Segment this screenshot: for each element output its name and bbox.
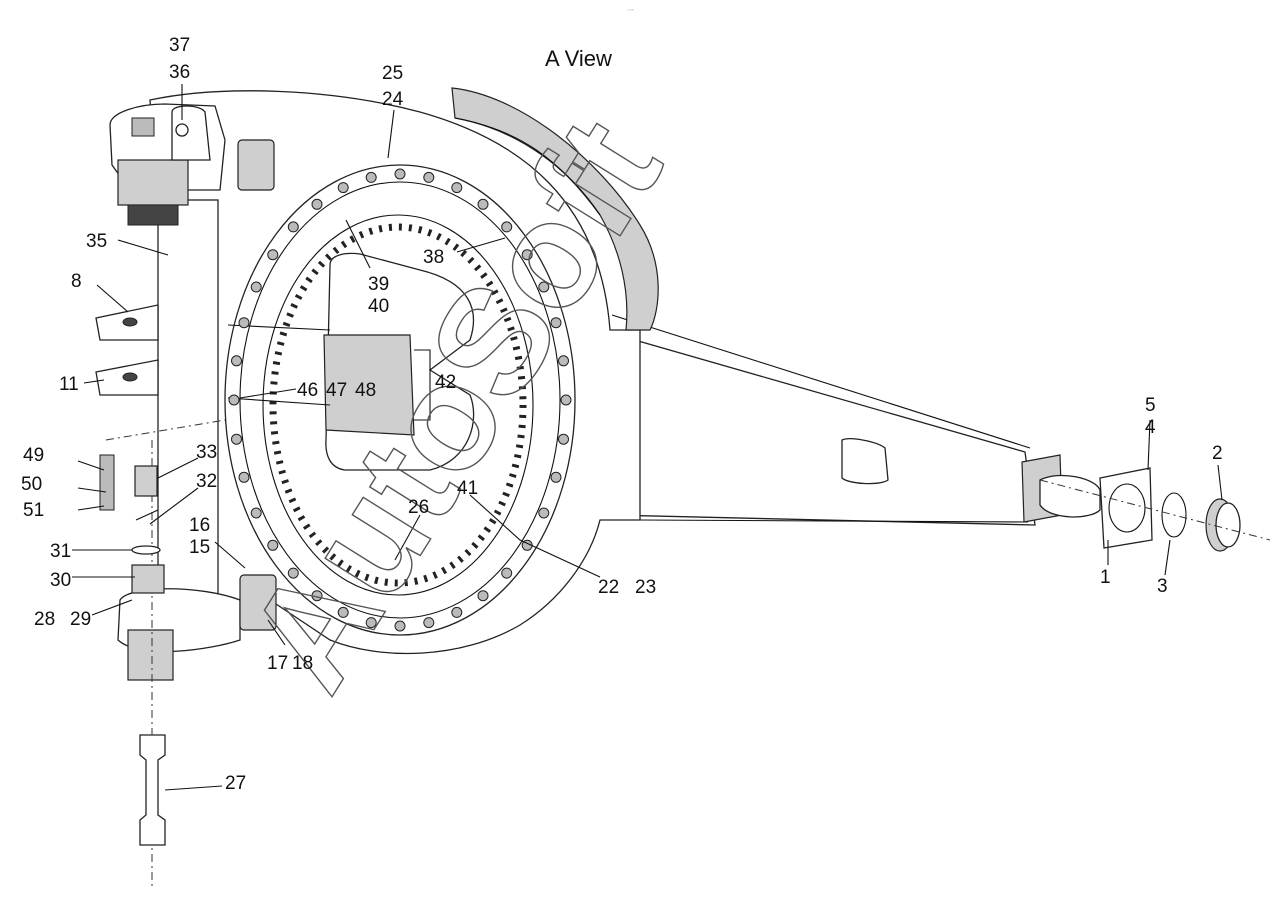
callout-41: 41 <box>457 478 478 499</box>
callout-32: 32 <box>196 471 217 492</box>
ring-bolt <box>267 539 279 551</box>
ring-bolt <box>538 281 550 293</box>
loose-parts-left <box>99 454 166 846</box>
callout-5: 5 <box>1145 395 1156 416</box>
ring-bolt <box>538 507 550 519</box>
callout-24: 24 <box>382 89 404 110</box>
ring-bolt <box>423 617 435 629</box>
callout-4: 4 <box>1145 417 1156 438</box>
callout-40: 40 <box>368 296 389 317</box>
leader-lines <box>72 84 1223 791</box>
callout-3: 3 <box>1157 576 1168 597</box>
ring-bolt <box>558 433 569 445</box>
callout-31: 31 <box>50 541 71 562</box>
callout-28: 28 <box>34 609 55 630</box>
callout-23: 23 <box>635 577 656 598</box>
callout-42: 42 <box>435 372 456 393</box>
ring-bolt <box>394 620 406 632</box>
callout-37: 37 <box>169 35 190 56</box>
callout-47: 47 <box>326 380 347 401</box>
callout-8: 8 <box>71 271 82 292</box>
callout-46: 46 <box>297 380 318 401</box>
ring-bolt <box>238 317 250 329</box>
ring-bolt <box>250 281 262 293</box>
ring-bolt <box>521 249 533 261</box>
ring-bolt <box>477 590 489 602</box>
ring-bolt <box>337 606 349 618</box>
callout-49: 49 <box>23 445 44 466</box>
callout-30: 30 <box>50 570 71 591</box>
callout-48: 48 <box>355 380 376 401</box>
callout-16: 16 <box>189 515 210 536</box>
callout-51: 51 <box>23 500 44 521</box>
callout-17: 17 <box>267 653 288 674</box>
ring-bolt <box>550 471 562 483</box>
ring-bolt <box>451 182 463 194</box>
callout-50: 50 <box>21 474 42 495</box>
ring-bolt <box>238 471 250 483</box>
callout-36: 36 <box>169 62 190 83</box>
callout-26: 26 <box>408 497 429 518</box>
callout-11: 11 <box>59 374 79 395</box>
ring-bolt <box>501 221 513 233</box>
callout-39: 39 <box>368 274 389 295</box>
ring-bolt <box>311 590 323 602</box>
ring-bolt <box>287 567 299 579</box>
view-title: A View <box>545 46 612 71</box>
ring-bolt <box>287 221 299 233</box>
ring-bolt <box>228 394 240 406</box>
callout-1: 1 <box>1100 567 1111 588</box>
ring-bolt <box>477 198 489 210</box>
swing-arm-housing <box>149 87 1036 655</box>
ring-bolt <box>231 355 242 367</box>
ring-bolt <box>394 168 406 180</box>
ring-bolt <box>550 317 562 329</box>
callout-27: 27 <box>225 773 246 794</box>
ring-bolt <box>231 433 242 445</box>
ring-bolt <box>311 198 323 210</box>
callout-15: 15 <box>189 537 210 558</box>
callout-35: 35 <box>86 231 107 252</box>
ring-bolt <box>365 171 377 183</box>
ring-bolt <box>560 394 572 406</box>
callout-29: 29 <box>70 609 91 630</box>
callout-38: 38 <box>423 247 444 268</box>
ring-bolt <box>337 182 349 194</box>
kingpin-column <box>95 103 277 890</box>
callout-2: 2 <box>1212 443 1223 464</box>
callout-18: 18 <box>292 653 313 674</box>
hub-parts-right <box>1021 454 1271 552</box>
ring-bolt <box>501 567 513 579</box>
ring-bolt <box>451 606 463 618</box>
ring-bolt <box>423 171 435 183</box>
callout-25: 25 <box>382 63 403 84</box>
ring-bolt <box>558 355 569 367</box>
ring-bolt <box>267 249 279 261</box>
ring-bolt <box>250 507 262 519</box>
corner-mark: ▫ ▫▫▫ <box>627 7 634 12</box>
callout-22: 22 <box>598 577 619 598</box>
callout-labels: 37 36 25 24 35 8 11 38 39 40 46 47 48 42… <box>21 35 1223 794</box>
ring-bolts <box>228 168 572 632</box>
ring-bolt <box>365 617 377 629</box>
callout-33: 33 <box>196 442 217 463</box>
